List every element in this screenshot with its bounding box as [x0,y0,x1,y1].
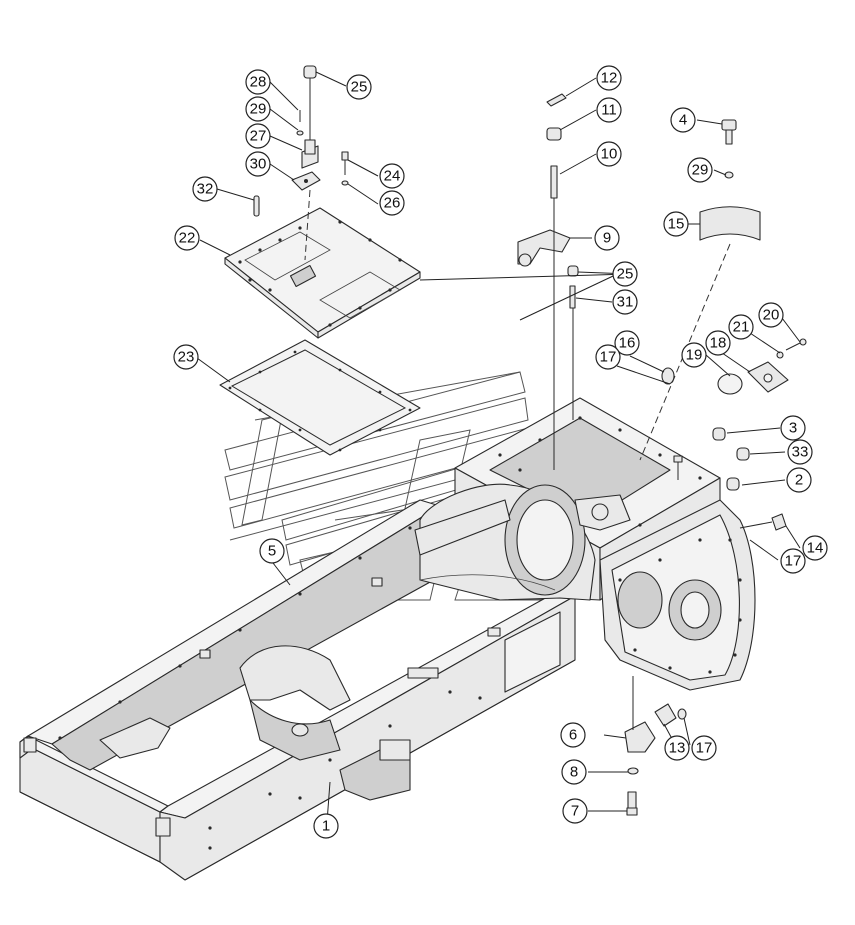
callout-13: 13 [664,735,690,761]
top-cover-plate [224,207,421,339]
callout-18: 18 [705,330,731,356]
callout-17a: 17 [595,344,621,370]
callout-29b: 29 [687,157,713,183]
callout-1-label: 1 [322,818,330,835]
callout-23: 23 [173,344,199,370]
callout-6: 6 [560,722,586,748]
callout-9: 9 [594,225,620,251]
callout-25a-label: 25 [351,79,368,96]
gasket [219,339,421,456]
frame-rails [19,499,576,881]
callout-22: 22 [174,225,200,251]
callout-14-label: 14 [807,540,824,557]
callout-29a: 29 [245,96,271,122]
callout-33-label: 33 [792,444,809,461]
callout-18-label: 18 [710,335,727,352]
callout-17c: 17 [691,735,717,761]
callout-29a-label: 29 [250,101,267,118]
callout-17b: 17 [780,548,806,574]
callout-16: 16 [614,330,640,356]
callout-19: 19 [681,342,707,368]
callout-28: 28 [245,69,271,95]
callout-13-label: 13 [669,740,686,757]
callout-16-label: 16 [619,335,636,352]
callout-25b: 25 [612,261,638,287]
callout-24: 24 [379,163,405,189]
callout-12: 12 [596,65,622,91]
callout-22-label: 22 [179,230,196,247]
callout-5-label: 5 [268,543,276,560]
callout-3: 3 [780,415,806,441]
callout-21-label: 21 [733,319,750,336]
callout-30-label: 30 [250,156,267,173]
callout-25b-label: 25 [617,266,634,283]
callout-29b-label: 29 [692,162,709,179]
callout-24-label: 24 [384,168,401,185]
callout-10-label: 10 [601,146,618,163]
callout-26: 26 [379,190,405,216]
callout-2-label: 2 [795,472,803,489]
callout-9-label: 9 [603,230,611,247]
callout-6-label: 6 [569,727,577,744]
transmission-housing [414,397,721,601]
callout-4: 4 [670,107,696,133]
shift-stack [517,93,579,470]
callout-25a: 25 [346,74,372,100]
callout-15-label: 15 [668,216,685,233]
callout-15: 15 [663,211,689,237]
callout-12-label: 12 [601,70,618,87]
callout-8-label: 8 [570,764,578,781]
callout-17b-label: 17 [785,553,802,570]
callout-28-label: 28 [250,74,267,91]
callout-30: 30 [245,151,271,177]
callout-23-label: 23 [178,349,195,366]
callout-27-label: 27 [250,128,267,145]
callout-1: 1 [313,813,339,839]
callout-7-label: 7 [571,803,579,820]
callout-17a-label: 17 [600,349,617,366]
callout-3-label: 3 [789,420,797,437]
callout-14: 14 [802,535,828,561]
callout-27: 27 [245,123,271,149]
callout-4-label: 4 [679,112,687,129]
callout-32-label: 32 [197,181,214,198]
callout-33: 33 [787,439,813,465]
callout-31-label: 31 [617,294,634,311]
callout-11-label: 11 [601,102,617,119]
callout-2: 2 [786,467,812,493]
callout-5: 5 [259,538,285,564]
callout-20: 20 [758,302,784,328]
callout-11: 11 [596,97,622,123]
callout-26-label: 26 [384,195,401,212]
callout-21: 21 [728,314,754,340]
callout-20-label: 20 [763,307,780,324]
callout-10: 10 [596,141,622,167]
callout-19-label: 19 [686,347,703,364]
callout-32: 32 [192,176,218,202]
callouts: 1 2 3 4 5 6 7 8 9 10 11 12 13 14 15 16 1… [173,65,828,839]
upper-left-small-parts [253,65,349,261]
callout-8: 8 [561,759,587,785]
leader-lines [196,71,801,823]
callout-7: 7 [562,798,588,824]
rear-cover [599,499,756,691]
callout-17c-label: 17 [696,740,713,757]
callout-31: 31 [612,289,638,315]
